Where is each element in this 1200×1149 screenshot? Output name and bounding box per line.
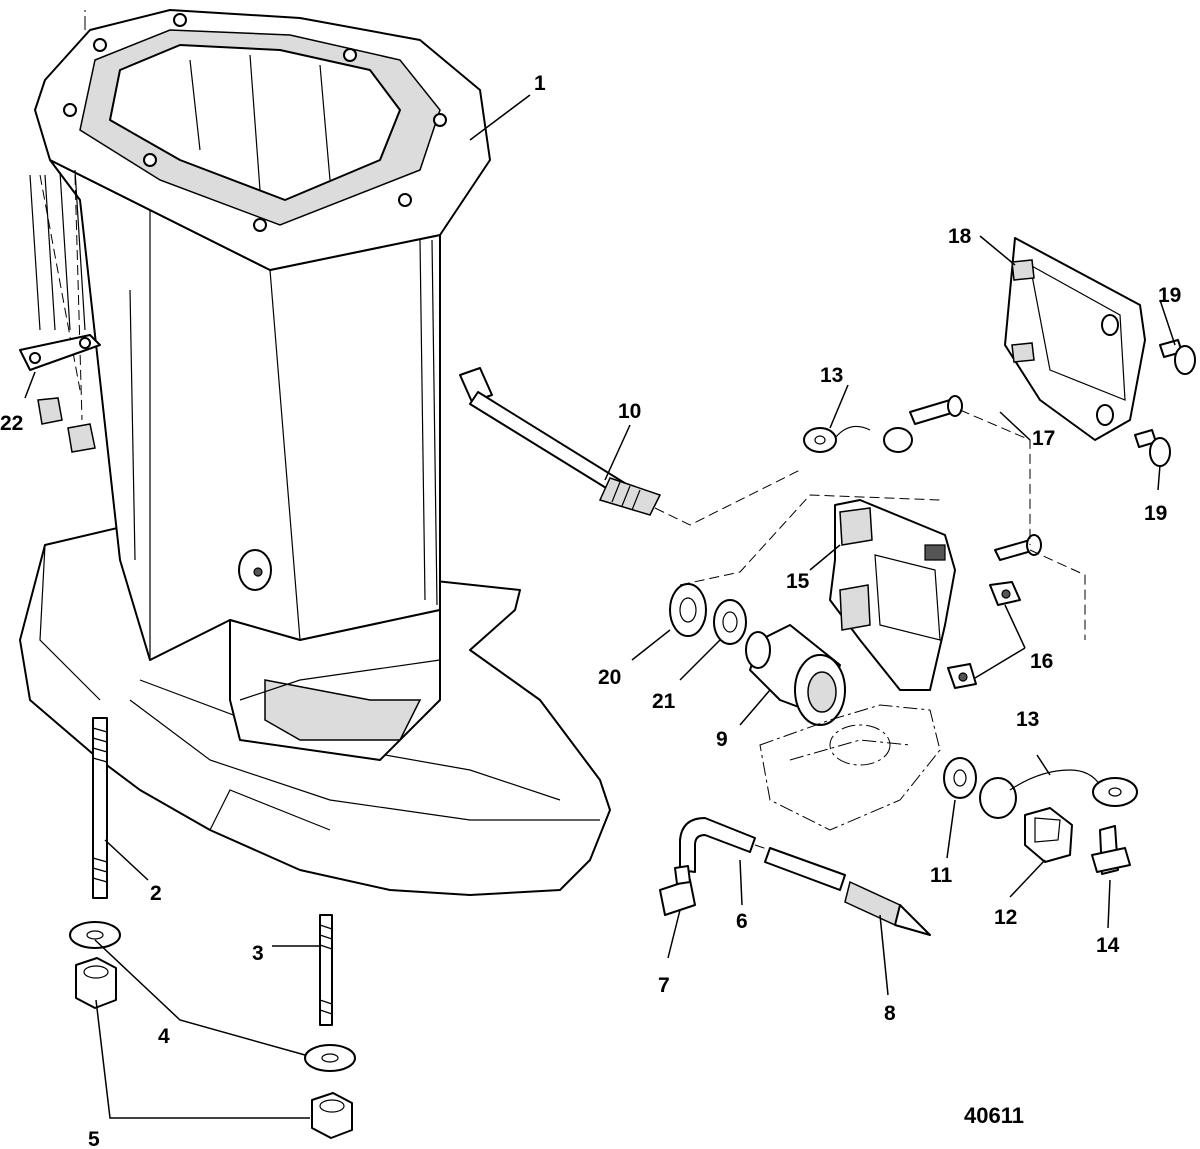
hose-6 bbox=[679, 817, 771, 873]
stud-3 bbox=[319, 914, 333, 1026]
callout-labels: 1 2 3 4 5 6 7 8 9 10 11 12 13 13 14 15 1… bbox=[0, 72, 1181, 1149]
fitting-7 bbox=[659, 865, 696, 916]
mount-bushing-9 bbox=[745, 624, 846, 726]
callout-11: 11 bbox=[930, 864, 953, 887]
lower-bracket-ghost bbox=[759, 704, 941, 831]
callout-22: 22 bbox=[0, 412, 23, 435]
washer-11 bbox=[943, 757, 977, 799]
ground-strap-13-lower bbox=[979, 769, 1138, 819]
callout-10: 10 bbox=[618, 400, 641, 423]
callout-21: 21 bbox=[652, 690, 676, 713]
callout-5: 5 bbox=[88, 1128, 100, 1149]
callout-7: 7 bbox=[658, 974, 670, 997]
stud-and-bracket-22 bbox=[19, 169, 101, 453]
callout-17: 17 bbox=[1032, 427, 1055, 450]
washers-4 bbox=[69, 921, 356, 1072]
pin-14 bbox=[1091, 825, 1131, 875]
callout-3: 3 bbox=[252, 942, 264, 965]
callout-12: 12 bbox=[994, 906, 1017, 929]
stud-2 bbox=[92, 717, 108, 899]
leader-lines bbox=[24, 94, 1176, 1119]
callout-13-lower: 13 bbox=[1016, 708, 1039, 731]
sender-8 bbox=[764, 847, 931, 936]
retainer-15 bbox=[829, 499, 956, 691]
nuts-16 bbox=[947, 581, 1021, 689]
ground-strap-13-upper bbox=[803, 425, 913, 453]
screws-19 bbox=[1134, 339, 1196, 467]
callout-6: 6 bbox=[736, 910, 748, 933]
callout-1: 1 bbox=[534, 72, 546, 95]
figure-number: 40611 bbox=[964, 1103, 1024, 1128]
nut-12 bbox=[1024, 807, 1073, 863]
callout-8: 8 bbox=[884, 1002, 896, 1025]
callout-9: 9 bbox=[716, 728, 728, 751]
callout-18: 18 bbox=[948, 225, 972, 248]
callout-19-lower: 19 bbox=[1144, 502, 1167, 525]
callout-19-upper: 19 bbox=[1158, 284, 1181, 307]
bolt-10 bbox=[459, 367, 801, 526]
callout-13-upper: 13 bbox=[820, 364, 843, 387]
callout-4: 4 bbox=[158, 1025, 170, 1048]
washers-20-21 bbox=[669, 494, 941, 645]
callout-2: 2 bbox=[150, 882, 162, 905]
callout-16: 16 bbox=[1030, 650, 1053, 673]
cover-18 bbox=[1004, 237, 1146, 441]
callout-15: 15 bbox=[786, 570, 810, 593]
callout-20: 20 bbox=[598, 666, 621, 689]
callout-14: 14 bbox=[1096, 934, 1120, 957]
driveshaft-housing bbox=[19, 9, 611, 896]
nuts-5 bbox=[75, 957, 353, 1139]
